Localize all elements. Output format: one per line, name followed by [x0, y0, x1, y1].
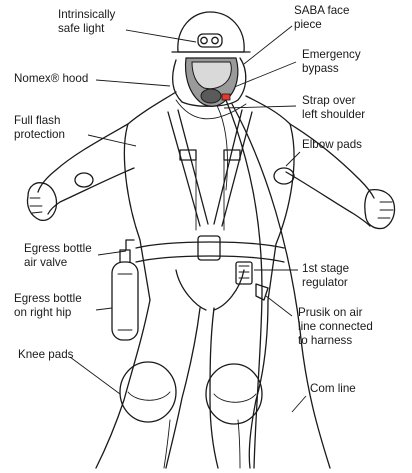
intrinsically-safe-light-housing	[197, 33, 223, 48]
label-full-flash-protection: Full flash protection	[14, 114, 65, 141]
label-first-stage-regulator: 1st stage regulator	[302, 262, 350, 289]
helmet	[177, 11, 245, 53]
label-saba-face-piece: SABA face piece	[294, 4, 350, 31]
label-prusik-on-air-line: Prusik on air line connected to harness	[298, 306, 373, 347]
harness	[135, 99, 285, 311]
leader-saba-face-piece	[243, 25, 293, 65]
elbow-pads	[74, 167, 295, 188]
leader-knee-pads	[69, 356, 121, 395]
label-knee-pads: Knee pads	[18, 348, 74, 361]
lines	[225, 99, 331, 469]
leader-nomex-hood	[95, 79, 171, 87]
label-intrinsically-safe-light: Intrinsically safe light	[58, 8, 116, 35]
left-hand	[364, 188, 396, 230]
label-com-line: Com line	[310, 382, 356, 395]
prusik	[255, 283, 269, 301]
leader-com-line	[291, 395, 307, 413]
first-stage-regulator	[235, 261, 253, 285]
knee-pads	[119, 361, 263, 425]
com-line	[231, 103, 331, 469]
leader-emergency-bypass	[231, 61, 297, 89]
hands	[26, 182, 396, 230]
leader-egress-bottle-air-valve	[97, 250, 127, 256]
egress-bottle	[111, 239, 139, 341]
arms	[37, 123, 375, 227]
leader-intrinsically-safe-light	[125, 29, 197, 43]
right-hand	[26, 182, 58, 222]
emergency-bypass-valve	[221, 93, 231, 101]
torso	[123, 91, 295, 301]
leader-elbow-pads	[285, 151, 301, 167]
label-nomex-hood: Nomex® hood	[14, 72, 89, 85]
leader-prusik	[265, 295, 293, 317]
air-line	[225, 99, 263, 469]
label-egress-bottle-air-valve: Egress bottle air valve	[24, 242, 92, 269]
label-elbow-pads: Elbow pads	[302, 138, 362, 151]
label-strap-over-left-shoulder: Strap over left shoulder	[302, 94, 366, 121]
leader-full-flash-protection	[87, 134, 137, 147]
label-egress-bottle-on-right-hip: Egress bottle on right hip	[14, 292, 82, 319]
saba-face-piece	[184, 57, 239, 107]
label-emergency-bypass: Emergency bypass	[302, 48, 361, 75]
leader-egress-bottle-on-right-hip	[95, 307, 113, 311]
leader-strap-over-left-shoulder	[223, 105, 297, 109]
legs	[95, 299, 269, 469]
knee-pad-right	[119, 361, 177, 423]
knee-pad-left	[205, 363, 263, 425]
